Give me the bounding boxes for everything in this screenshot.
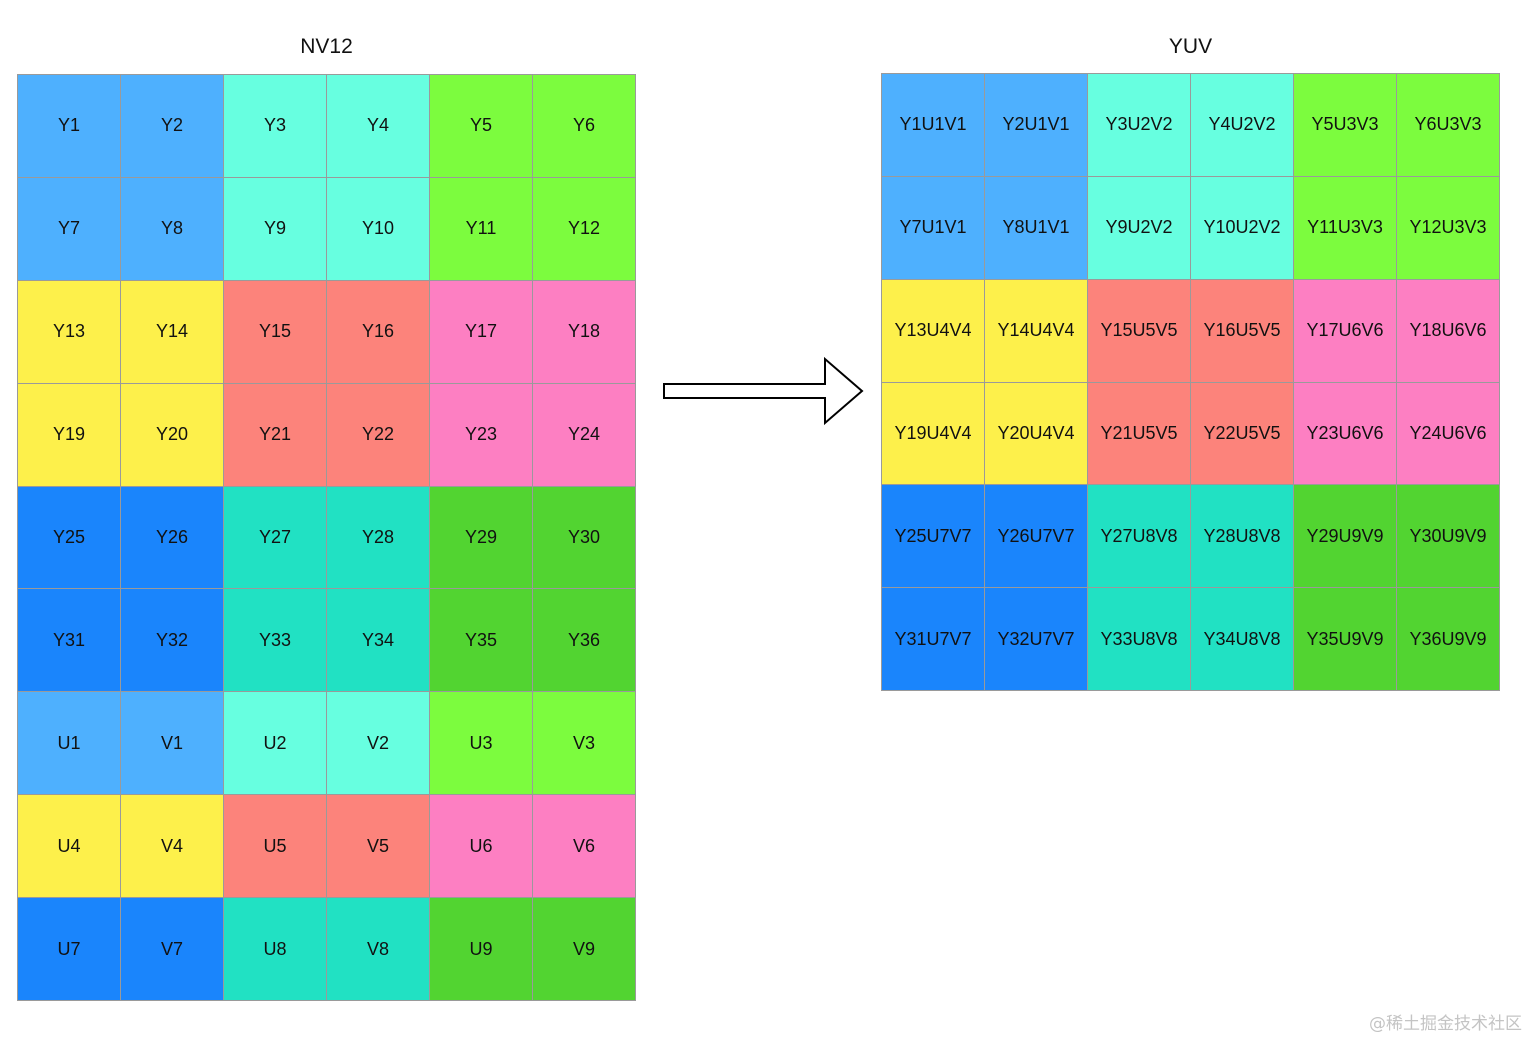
yuv-cell: Y23U6V6 <box>1294 382 1397 486</box>
nv12-cell: Y13 <box>18 280 121 384</box>
nv12-cell: V6 <box>533 795 636 899</box>
nv12-cell: Y22 <box>327 383 430 487</box>
nv12-cell: Y11 <box>430 177 533 281</box>
nv12-cell: Y7 <box>18 177 121 281</box>
yuv-cell: Y35U9V9 <box>1294 588 1397 691</box>
nv12-cell: Y19 <box>18 383 121 487</box>
yuv-cell: Y11U3V3 <box>1294 176 1397 280</box>
watermark: @稀土掘金技术社区 <box>1369 1014 1522 1034</box>
nv12-cell: V9 <box>533 898 636 1001</box>
nv12-title: NV12 <box>300 35 353 58</box>
nv12-cell: Y23 <box>430 383 533 487</box>
yuv-cell: Y21U5V5 <box>1088 382 1191 486</box>
nv12-cell: Y33 <box>224 589 327 693</box>
nv12-cell: Y28 <box>327 486 430 590</box>
right-arrow-icon <box>663 356 864 426</box>
nv12-cell: Y32 <box>121 589 224 693</box>
yuv-cell: Y25U7V7 <box>882 485 985 589</box>
yuv-cell: Y4U2V2 <box>1191 74 1294 177</box>
nv12-cell: Y4 <box>327 75 430 178</box>
nv12-cell: Y3 <box>224 75 327 178</box>
nv12-cell: V8 <box>327 898 430 1001</box>
yuv-cell: Y19U4V4 <box>882 382 985 486</box>
yuv-cell: Y32U7V7 <box>985 588 1088 691</box>
yuv-cell: Y36U9V9 <box>1397 588 1500 691</box>
nv12-cell: Y21 <box>224 383 327 487</box>
nv12-cell: Y10 <box>327 177 430 281</box>
nv12-cell: Y35 <box>430 589 533 693</box>
nv12-cell: U4 <box>18 795 121 899</box>
nv12-cell: Y1 <box>18 75 121 178</box>
nv12-cell: V5 <box>327 795 430 899</box>
yuv-cell: Y15U5V5 <box>1088 279 1191 383</box>
nv12-cell: V7 <box>121 898 224 1001</box>
yuv-cell: Y9U2V2 <box>1088 176 1191 280</box>
yuv-cell: Y22U5V5 <box>1191 382 1294 486</box>
nv12-cell: Y30 <box>533 486 636 590</box>
nv12-cell: Y14 <box>121 280 224 384</box>
nv12-cell: U6 <box>430 795 533 899</box>
yuv-cell: Y33U8V8 <box>1088 588 1191 691</box>
nv12-cell: V4 <box>121 795 224 899</box>
yuv-cell: Y10U2V2 <box>1191 176 1294 280</box>
yuv-cell: Y5U3V3 <box>1294 74 1397 177</box>
yuv-cell: Y12U3V3 <box>1397 176 1500 280</box>
yuv-cell: Y6U3V3 <box>1397 74 1500 177</box>
yuv-cell: Y20U4V4 <box>985 382 1088 486</box>
nv12-cell: Y24 <box>533 383 636 487</box>
nv12-cell: Y34 <box>327 589 430 693</box>
yuv-cell: Y1U1V1 <box>882 74 985 177</box>
yuv-cell: Y26U7V7 <box>985 485 1088 589</box>
yuv-cell: Y16U5V5 <box>1191 279 1294 383</box>
nv12-cell: Y8 <box>121 177 224 281</box>
nv12-cell: Y27 <box>224 486 327 590</box>
nv12-cell: V3 <box>533 692 636 796</box>
nv12-cell: Y2 <box>121 75 224 178</box>
nv12-cell: Y5 <box>430 75 533 178</box>
nv12-cell: Y15 <box>224 280 327 384</box>
nv12-cell: Y17 <box>430 280 533 384</box>
yuv-cell: Y13U4V4 <box>882 279 985 383</box>
nv12-cell: V1 <box>121 692 224 796</box>
nv12-cell: U9 <box>430 898 533 1001</box>
yuv-cell: Y30U9V9 <box>1397 485 1500 589</box>
nv12-cell: U3 <box>430 692 533 796</box>
yuv-cell: Y29U9V9 <box>1294 485 1397 589</box>
nv12-cell: U1 <box>18 692 121 796</box>
yuv-cell: Y2U1V1 <box>985 74 1088 177</box>
nv12-cell: Y18 <box>533 280 636 384</box>
nv12-cell: Y20 <box>121 383 224 487</box>
nv12-cell: U7 <box>18 898 121 1001</box>
nv12-cell: Y26 <box>121 486 224 590</box>
nv12-cell: Y9 <box>224 177 327 281</box>
yuv-cell: Y31U7V7 <box>882 588 985 691</box>
yuv-title: YUV <box>1168 35 1213 58</box>
yuv-cell: Y14U4V4 <box>985 279 1088 383</box>
yuv-cell: Y28U8V8 <box>1191 485 1294 589</box>
nv12-cell: Y6 <box>533 75 636 178</box>
yuv-cell: Y24U6V6 <box>1397 382 1500 486</box>
nv12-cell: Y12 <box>533 177 636 281</box>
yuv-cell: Y17U6V6 <box>1294 279 1397 383</box>
yuv-cell: Y7U1V1 <box>882 176 985 280</box>
nv12-cell: Y29 <box>430 486 533 590</box>
yuv-cell: Y27U8V8 <box>1088 485 1191 589</box>
nv12-cell: V2 <box>327 692 430 796</box>
nv12-cell: Y25 <box>18 486 121 590</box>
nv12-cell: Y31 <box>18 589 121 693</box>
yuv-cell: Y3U2V2 <box>1088 74 1191 177</box>
nv12-cell: U2 <box>224 692 327 796</box>
yuv-cell: Y34U8V8 <box>1191 588 1294 691</box>
nv12-cell: Y36 <box>533 589 636 693</box>
nv12-cell: Y16 <box>327 280 430 384</box>
nv12-cell: U8 <box>224 898 327 1001</box>
yuv-cell: Y18U6V6 <box>1397 279 1500 383</box>
nv12-cell: U5 <box>224 795 327 899</box>
yuv-cell: Y8U1V1 <box>985 176 1088 280</box>
